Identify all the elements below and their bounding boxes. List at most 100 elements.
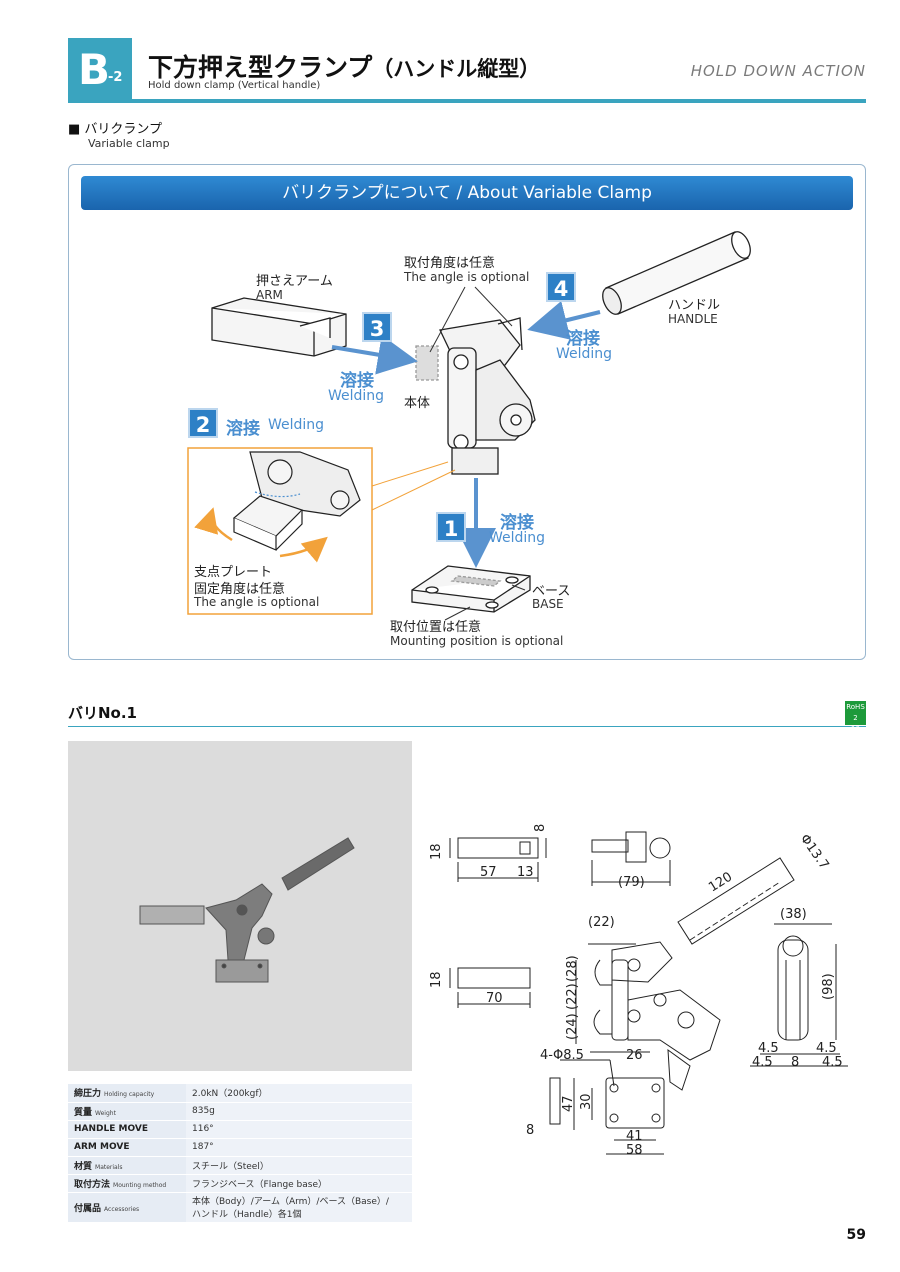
spec-key: HANDLE MOVE xyxy=(68,1120,186,1139)
page-number: 59 xyxy=(846,1227,866,1243)
body-label: 本体 xyxy=(404,396,431,411)
dim-text: (28) xyxy=(565,955,580,982)
body-part xyxy=(415,317,536,475)
section-badge: B -2 xyxy=(68,38,132,102)
handle-part xyxy=(602,231,751,315)
dim-text: (22) xyxy=(588,915,615,930)
base-label-en: BASE xyxy=(532,597,564,611)
about-panel xyxy=(68,164,866,660)
mount-label-en: Mounting position is optional xyxy=(390,634,564,648)
base-label: ベース xyxy=(532,584,571,599)
dim-text: (38) xyxy=(780,907,807,922)
badge-letter: B xyxy=(78,45,111,94)
dim-text: 58 xyxy=(626,1143,643,1158)
weld-label-3: 溶接 xyxy=(340,371,374,391)
arm-label: 押さえアーム xyxy=(256,274,333,289)
dim-text: 13 xyxy=(517,865,534,880)
handle-label-en: HANDLE xyxy=(668,312,718,326)
handle-label: ハンドル xyxy=(668,298,721,313)
spec-value: 116° xyxy=(186,1120,412,1139)
step-4-badge: 4 xyxy=(546,272,576,302)
section-label-en: Variable clamp xyxy=(88,137,170,150)
arm-label-en: ARM xyxy=(256,288,283,302)
mount-label: 取付位置は任意 xyxy=(390,620,482,635)
weld-arrow-3 xyxy=(331,335,418,375)
spec-value: フランジベース（Flange base） xyxy=(186,1174,412,1193)
dim-text: 120 xyxy=(706,870,735,896)
about-title: バリクランプについて / About Variable Clamp xyxy=(81,176,853,210)
dim-text: 26 xyxy=(626,1048,643,1063)
dim-text: (98) xyxy=(821,973,836,1000)
dim-text: 57 xyxy=(480,865,497,880)
model-title: バリNo.1 xyxy=(68,704,137,722)
dim-text: 8 xyxy=(791,1055,799,1070)
technical-drawing xyxy=(449,831,848,1155)
dim-text: Φ13.7 xyxy=(797,832,832,873)
weld-arrow-4 xyxy=(527,300,601,340)
dim-text: 4-Φ8.5 xyxy=(540,1048,584,1063)
weld-label-2: 溶接 xyxy=(226,419,260,439)
spec-value: スチール（Steel） xyxy=(186,1156,412,1175)
pivot-plate-part xyxy=(232,451,361,551)
dim-text: 4.5 xyxy=(816,1041,837,1056)
dim-text: 70 xyxy=(486,991,503,1006)
spec-value: 2.0kN（200kgf） xyxy=(186,1084,412,1103)
dim-text: 8 xyxy=(526,1123,534,1138)
weld-label-4-en: Welding xyxy=(556,346,613,362)
base-part xyxy=(411,565,531,613)
dim-text: 18 xyxy=(429,843,444,860)
rohs-line2: 10 xyxy=(851,725,860,733)
spec-row: HANDLE MOVE 116° xyxy=(68,1120,412,1139)
spec-row: ARM MOVE 187° xyxy=(68,1138,412,1157)
page-title-sub: （ハンドル縦型） xyxy=(372,57,541,81)
weld-label-4: 溶接 xyxy=(566,329,600,349)
category-label: HOLD DOWN ACTION xyxy=(690,62,866,80)
dim-text: 8 xyxy=(533,824,548,832)
weld-label-2-en: Welding xyxy=(268,417,325,433)
pivot-angle-label: 固定角度は任意 xyxy=(194,582,286,597)
model-divider xyxy=(68,726,866,727)
page-title: 下方押え型クランプ（ハンドル縦型） xyxy=(148,48,540,84)
weld-label-3-en: Welding xyxy=(328,388,385,404)
weld-label-1: 溶接 xyxy=(500,513,534,533)
dim-text: 18 xyxy=(429,971,444,988)
dim-text: 47 xyxy=(561,1095,576,1112)
dim-text: 30 xyxy=(579,1093,594,1110)
spec-value: 835g xyxy=(186,1102,412,1121)
arm-part xyxy=(211,297,347,357)
step-2-badge: 2 xyxy=(188,408,218,438)
weld-label-1-en: Welding xyxy=(489,530,546,546)
section-label: ■ バリクランプ xyxy=(68,122,163,137)
angle-label-en: The angle is optional xyxy=(404,270,530,284)
pivot-label: 支点プレート xyxy=(194,565,273,580)
dim-text: 4.5 xyxy=(752,1055,773,1070)
spec-value: 本体（Body）/アーム（Arm）/ベース（Base）/ハンドル（Handle）… xyxy=(186,1192,412,1223)
header-divider xyxy=(68,99,866,103)
page-subtitle: Hold down clamp (Vertical handle) xyxy=(148,80,321,91)
rohs-badge: RoHS 2 10 xyxy=(845,701,866,733)
spec-key: ARM MOVE xyxy=(68,1138,186,1157)
angle-label: 取付角度は任意 xyxy=(404,256,496,271)
step-3-badge: 3 xyxy=(362,312,392,342)
dim-text: 4.5 xyxy=(822,1055,843,1070)
dim-text: 41 xyxy=(626,1129,643,1144)
pivot-angle-label-en: The angle is optional xyxy=(194,595,320,609)
rohs-line1: RoHS 2 xyxy=(846,703,865,722)
dim-text: (79) xyxy=(618,875,645,890)
dim-text: 4.5 xyxy=(758,1041,779,1056)
spec-value: 187° xyxy=(186,1138,412,1157)
badge-number: -2 xyxy=(108,70,123,85)
page-title-main: 下方押え型クランプ xyxy=(148,53,373,82)
step-1-badge: 1 xyxy=(436,512,466,542)
dim-text: (22) xyxy=(565,983,580,1010)
